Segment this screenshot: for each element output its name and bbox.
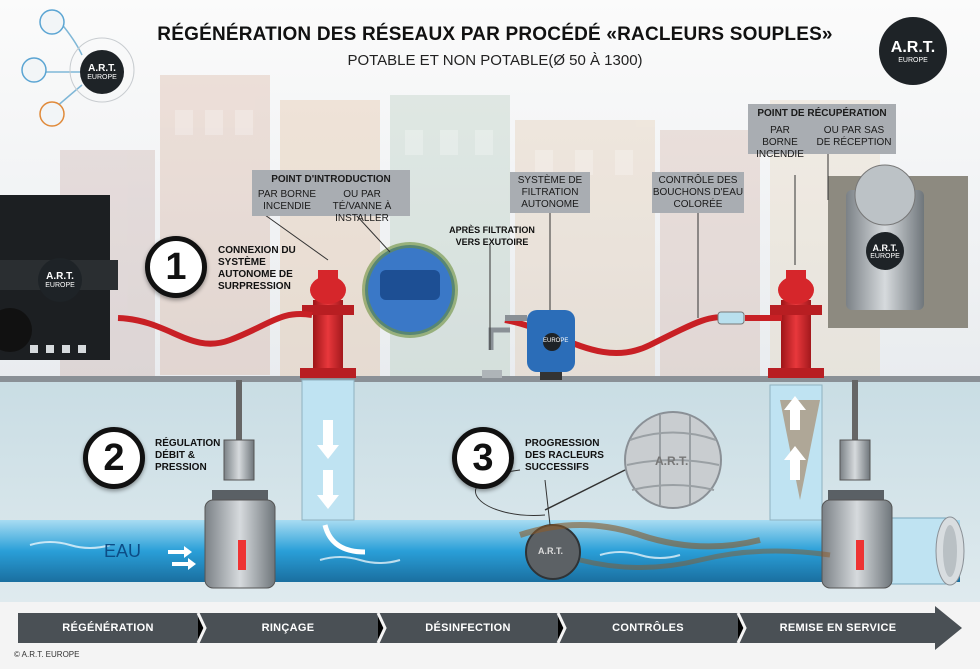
timeline-rincage: RINÇAGE xyxy=(261,622,315,634)
introduction-option-b: OU PAR TÉ/VANNE À INSTALLER xyxy=(332,189,392,224)
pig-small-label: A.R.T. xyxy=(538,546,564,556)
footer-copyright: © A.R.T. EUROPE xyxy=(14,650,80,659)
page-subtitle: POTABLE ET NON POTABLE(Ø 50 À 1300) xyxy=(347,52,643,69)
control-box: CONTRÔLE DES BOUCHONS D'EAU COLORÉE xyxy=(652,172,744,213)
recovery-logo-sub: EUROPE xyxy=(870,253,900,260)
step-text-1: CONNEXION DU SYSTÈME AUTONOME DE SURPRES… xyxy=(218,245,296,292)
menu-logo-sub: EUROPE xyxy=(87,74,117,81)
recovery-option-a: PAR BORNE INCENDIE xyxy=(756,125,804,160)
step-number-3: 3 xyxy=(452,427,514,489)
menu-logo[interactable]: A.R.T. EUROPE xyxy=(80,50,124,94)
timeline-remise-en-service: REMISE EN SERVICE xyxy=(779,622,897,634)
recovery-logo-name: A.R.T. xyxy=(872,243,898,253)
timeline-regeneration: RÉGÉNÉRATION xyxy=(62,622,154,634)
art-logo-name: A.R.T. xyxy=(890,39,936,56)
recovery-box: POINT DE RÉCUPÉRATION PAR BORNE INCENDIE… xyxy=(748,104,896,160)
art-logo[interactable]: A.R.T. EUROPE xyxy=(879,17,947,85)
step-text-3: PROGRESSION DES RACLEURS SUCCESSIFS xyxy=(525,438,604,473)
water-label: EAU xyxy=(104,541,142,561)
introduction-box: POINT D'INTRODUCTION PAR BORNE INCENDIE … xyxy=(252,170,410,224)
step-number-2: 2 xyxy=(83,427,145,489)
tank-logo-sub: EUROPE xyxy=(543,338,569,344)
step-text-2: RÉGULATION DÉBIT & PRESSION xyxy=(155,438,221,473)
introduction-option-a: PAR BORNE INCENDIE xyxy=(257,189,317,212)
pig-large-label: A.R.T. xyxy=(655,454,689,468)
filtration-box: SYSTÈME DE FILTRATION AUTONOME xyxy=(510,172,590,213)
introduction-title: POINT D'INTRODUCTION xyxy=(271,174,391,185)
recovery-logo: A.R.T. EUROPE xyxy=(866,232,904,270)
after-filtration-label: APRÈS FILTRATION VERS EXUTOIRE xyxy=(449,225,535,247)
recovery-option-b: OU PAR SAS DE RÉCEPTION xyxy=(816,125,892,148)
recovery-title: POINT DE RÉCUPÉRATION xyxy=(757,108,887,119)
timeline-controles: CONTRÔLES xyxy=(612,622,684,634)
art-logo-sub: EUROPE xyxy=(898,57,928,64)
page-title: RÉGÉNÉRATION DES RÉSEAUX PAR PROCÉDÉ «RA… xyxy=(157,24,833,45)
step-number-1: 1 xyxy=(145,236,207,298)
timeline-desinfection: DÉSINFECTION xyxy=(425,622,511,634)
truck-logo-name: A.R.T. xyxy=(46,271,74,282)
truck-logo-sub: EUROPE xyxy=(45,282,75,289)
tank-logo: EUROPE xyxy=(543,333,569,351)
truck-logo: A.R.T. EUROPE xyxy=(38,258,82,302)
menu-logo-name: A.R.T. xyxy=(88,63,116,74)
